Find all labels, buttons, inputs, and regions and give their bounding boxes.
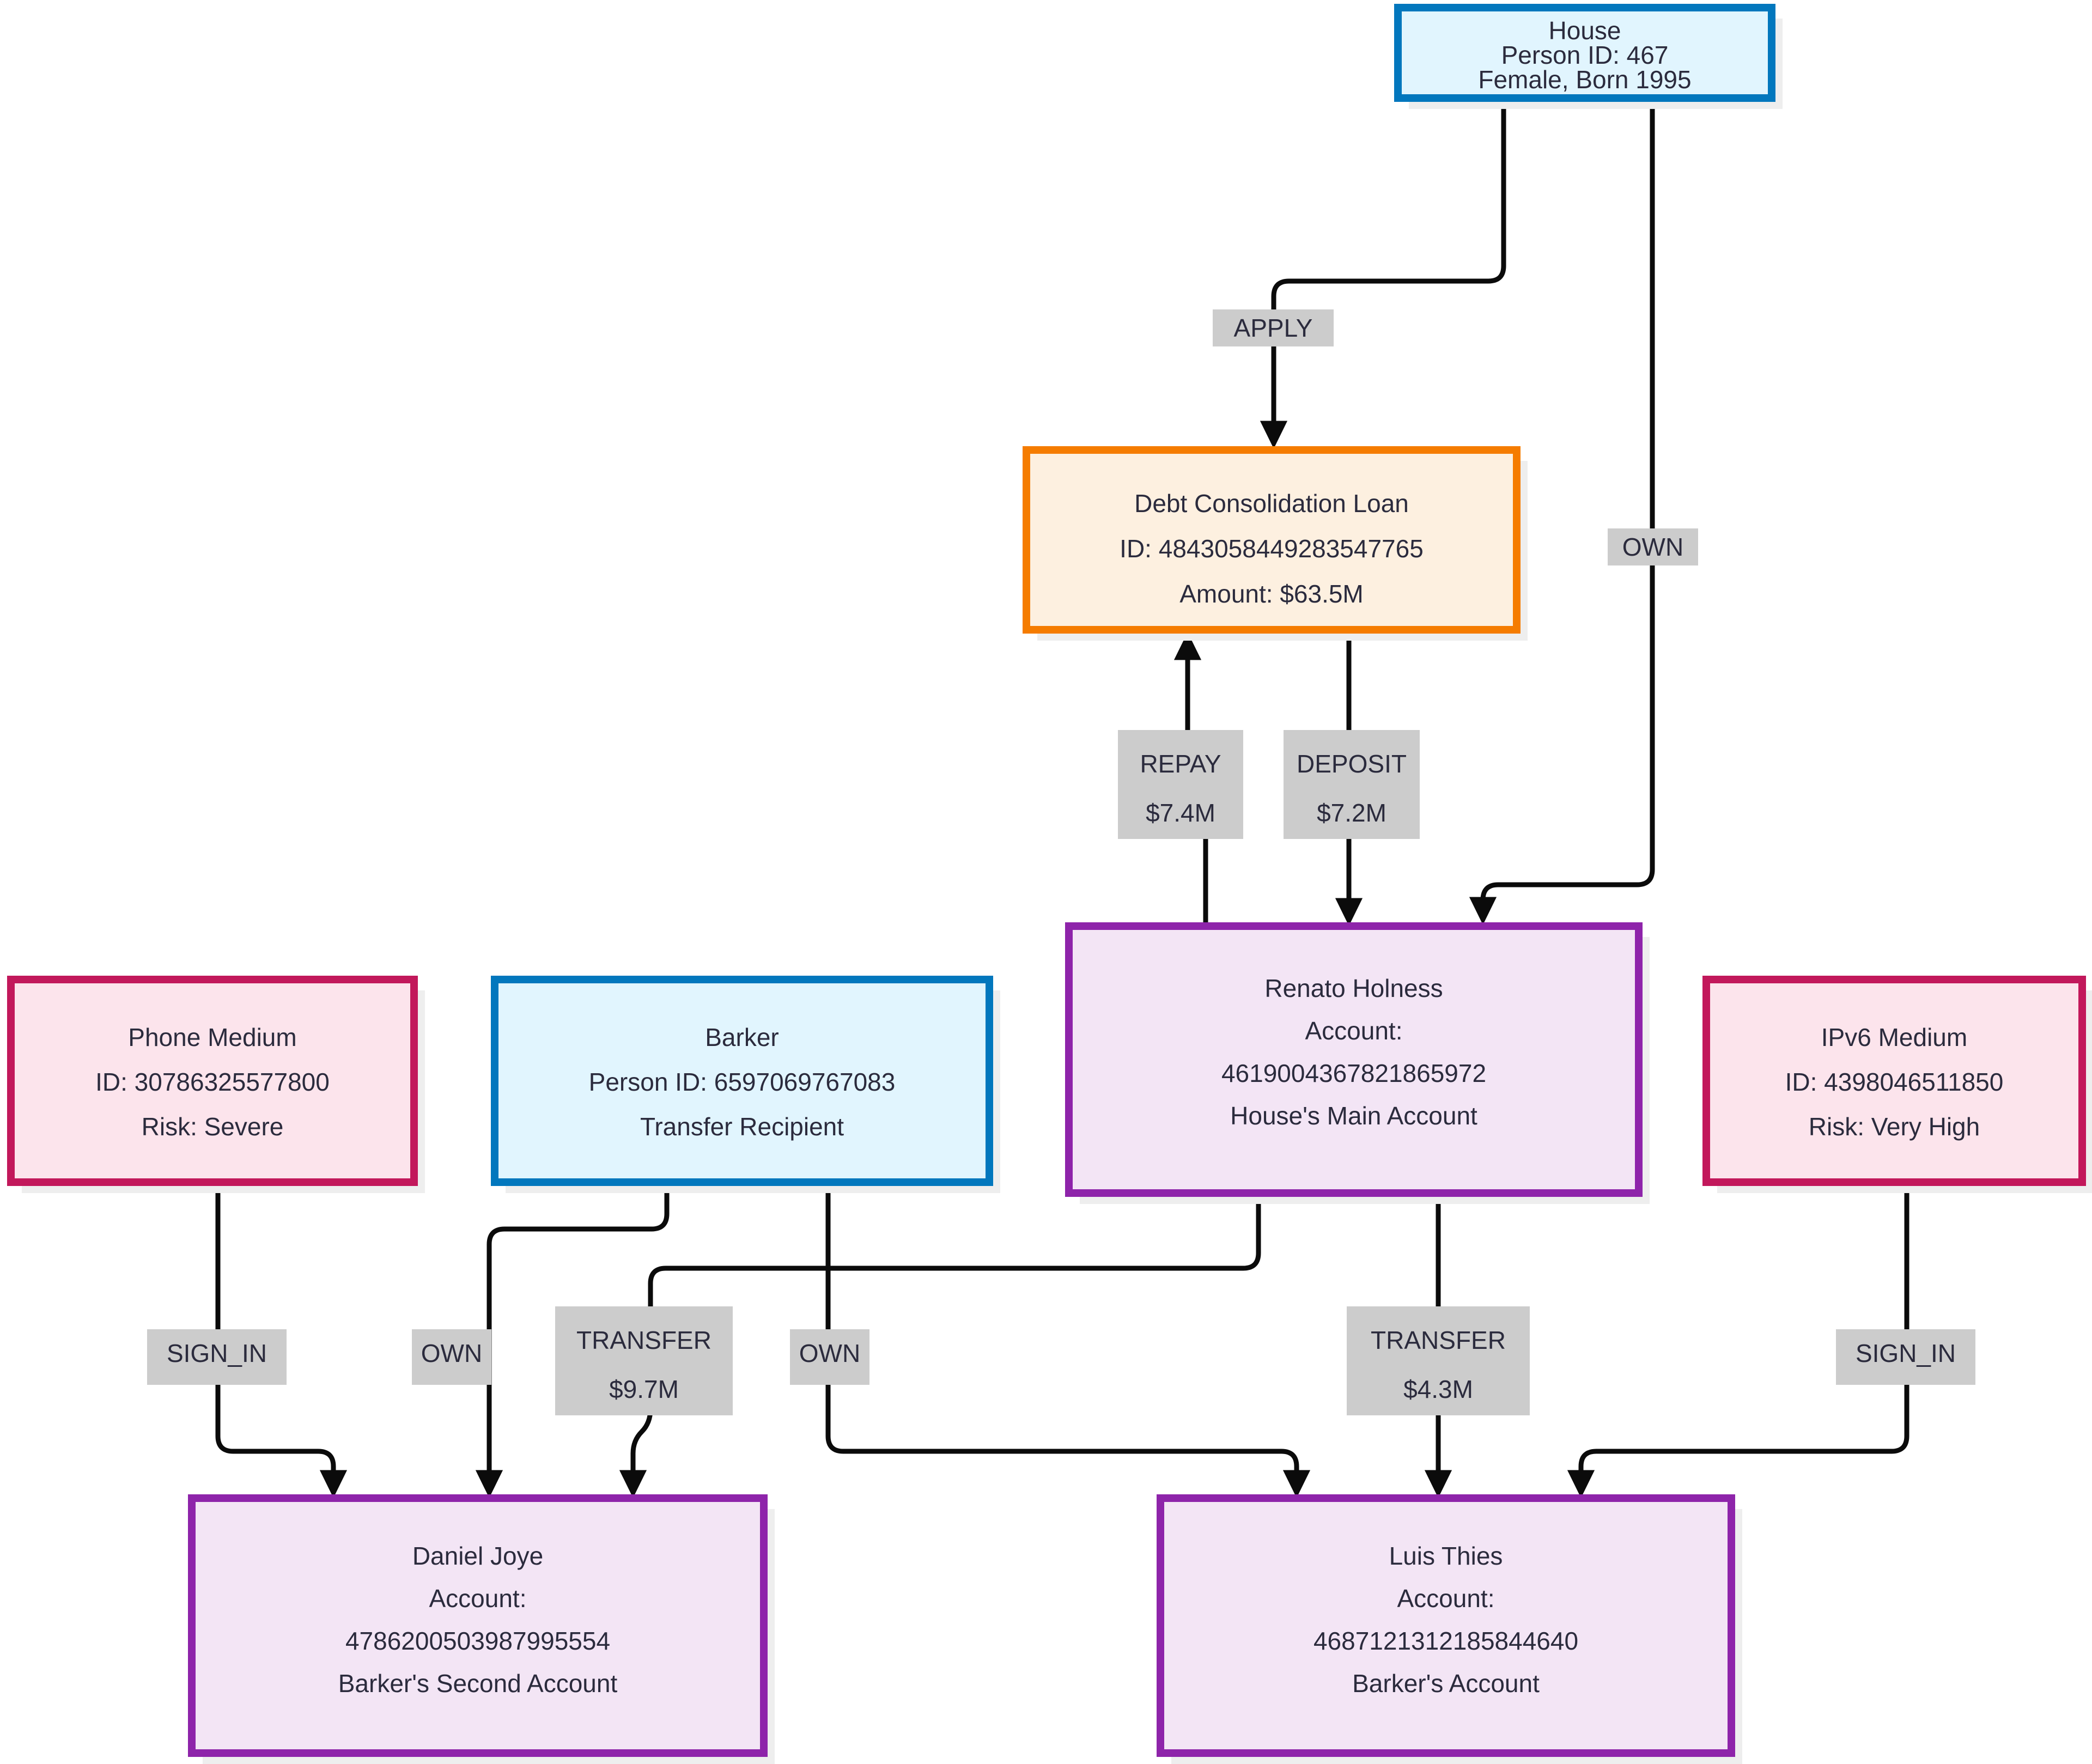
node-loan[interactable]: Debt Consolidation Loan ID: 484305844928… xyxy=(1023,446,1528,641)
edge-signin-ipv6 xyxy=(1567,1183,1909,1498)
node-line: 4619004367821865972 xyxy=(1221,1059,1486,1087)
edge-label-text: DEPOSIT xyxy=(1297,750,1407,778)
node-line: Barker xyxy=(705,1023,779,1051)
node-box xyxy=(1065,922,1643,1197)
node-box xyxy=(7,976,418,1186)
edge-label-apply: APPLY xyxy=(1213,309,1334,346)
node-box xyxy=(1702,976,2086,1186)
node-line: ID: 4398046511850 xyxy=(1785,1068,2004,1096)
node-phone-medium[interactable]: Phone Medium ID: 30786325577800 Risk: Se… xyxy=(7,976,425,1193)
node-line: Debt Consolidation Loan xyxy=(1134,489,1409,518)
node-line: Person ID: 6597069767083 xyxy=(589,1068,896,1096)
node-line: Risk: Very High xyxy=(1809,1112,1980,1141)
node-line: Barker's Second Account xyxy=(338,1669,618,1698)
node-line: Amount: $63.5M xyxy=(1179,580,1364,608)
node-line: Daniel Joye xyxy=(412,1542,543,1570)
edge-labels-layer: APPLY OWN REPAY $7.4M DEPOSIT $7.2M xyxy=(147,309,1975,1415)
nodes-layer: House Person ID: 467 Female, Born 1995 D… xyxy=(7,4,2092,1764)
edge-label-transfer-97: TRANSFER $9.7M xyxy=(555,1306,733,1415)
edge-own-house-account xyxy=(1469,99,1655,925)
edge-label-text: SIGN_IN xyxy=(167,1339,267,1367)
node-box xyxy=(188,1494,768,1757)
node-line: Account: xyxy=(1397,1584,1495,1613)
node-ipv6-medium[interactable]: IPv6 Medium ID: 4398046511850 Risk: Very… xyxy=(1702,976,2092,1193)
node-line: Barker's Account xyxy=(1352,1669,1540,1698)
node-line: House xyxy=(1549,16,1621,45)
edge-label-deposit: DEPOSIT $7.2M xyxy=(1284,730,1420,839)
node-box xyxy=(1157,1494,1735,1757)
node-line: Luis Thies xyxy=(1389,1542,1503,1570)
node-box xyxy=(1394,4,1775,102)
node-line: ID: 4843058449283547765 xyxy=(1120,534,1424,563)
node-barker[interactable]: Barker Person ID: 6597069767083 Transfer… xyxy=(491,976,1000,1193)
edge-label-signin-phone: SIGN_IN xyxy=(147,1329,287,1385)
edge-label-text: TRANSFER xyxy=(1371,1326,1506,1354)
edge-label-own-barker-daniel: OWN xyxy=(412,1329,491,1385)
edge-signin-phone xyxy=(215,1183,348,1498)
node-house[interactable]: House Person ID: 467 Female, Born 1995 xyxy=(1394,4,1783,109)
edge-transfer-97 xyxy=(619,1196,1261,1498)
edge-label-repay: REPAY $7.4M xyxy=(1118,730,1243,839)
node-line: Transfer Recipient xyxy=(640,1112,844,1141)
edge-label-text: OWN xyxy=(799,1339,860,1367)
node-line: Person ID: 467 xyxy=(1501,41,1669,69)
edge-label-text: $4.3M xyxy=(1403,1375,1473,1403)
edge-label-text: $9.7M xyxy=(609,1375,679,1403)
node-line: IPv6 Medium xyxy=(1821,1023,1967,1051)
node-line: Account: xyxy=(1305,1017,1403,1045)
edges-layer xyxy=(215,99,1909,1498)
edge-label-text: TRANSFER xyxy=(576,1326,711,1354)
edge-label-text: $7.4M xyxy=(1146,799,1215,827)
edge-label-text: SIGN_IN xyxy=(1856,1339,1956,1367)
edge-label-own-house-account: OWN xyxy=(1608,528,1698,565)
node-daniel-joye[interactable]: Daniel Joye Account: 4786200503987995554… xyxy=(188,1494,775,1764)
edge-label-text: REPAY xyxy=(1140,750,1221,778)
edge-own-barker-daniel xyxy=(475,1183,670,1498)
edge-label-text: OWN xyxy=(1622,533,1683,561)
node-line: Phone Medium xyxy=(128,1023,296,1051)
node-box xyxy=(491,976,993,1186)
node-line: House's Main Account xyxy=(1230,1102,1477,1130)
edge-apply xyxy=(1260,99,1506,449)
node-line: Account: xyxy=(429,1584,527,1613)
edge-label-text: $7.2M xyxy=(1317,799,1386,827)
edge-label-text: APPLY xyxy=(1234,314,1313,342)
edge-label-signin-ipv6: SIGN_IN xyxy=(1836,1329,1975,1385)
edge-label-text: OWN xyxy=(421,1339,482,1367)
node-luis-thies[interactable]: Luis Thies Account: 4687121312185844640 … xyxy=(1157,1494,1742,1764)
node-line: Renato Holness xyxy=(1264,974,1443,1002)
node-line: Risk: Severe xyxy=(142,1112,284,1141)
edge-label-own-barker-luis: OWN xyxy=(790,1329,869,1385)
node-line: 4786200503987995554 xyxy=(345,1627,610,1655)
edge-label-transfer-43: TRANSFER $4.3M xyxy=(1347,1306,1530,1415)
node-renato-holness[interactable]: Renato Holness Account: 4619004367821865… xyxy=(1065,922,1650,1204)
node-line: 4687121312185844640 xyxy=(1313,1627,1578,1655)
node-line: Female, Born 1995 xyxy=(1478,65,1691,94)
node-line: ID: 30786325577800 xyxy=(95,1068,330,1096)
edge-own-barker-luis xyxy=(825,1183,1311,1498)
node-box xyxy=(1023,446,1521,634)
